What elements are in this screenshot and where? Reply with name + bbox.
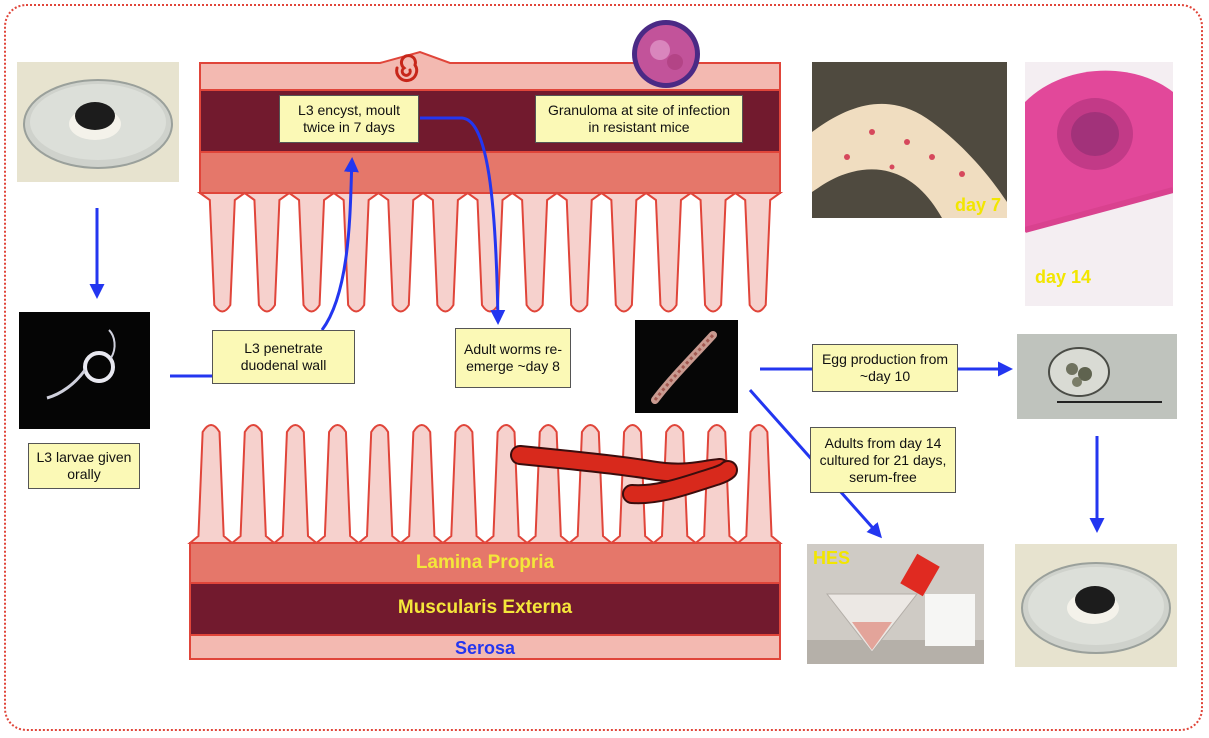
- day7-label: day 7: [955, 195, 1001, 216]
- bottom-intestinal-section: [190, 425, 780, 659]
- note-adults-cultured: Adults from day 14 cultured for 21 days,…: [810, 427, 956, 493]
- adult-worm-photo: [635, 320, 738, 413]
- muscularis-externa-label: Muscularis Externa: [190, 597, 780, 619]
- histology-day14-photo: day 14: [1025, 62, 1173, 306]
- top-villi: [200, 193, 780, 312]
- day14-label: day 14: [1035, 267, 1091, 288]
- note-adult-reemerge: Adult worms re-emerge ~day 8: [455, 328, 571, 388]
- egg-micrograph-photo: [1017, 334, 1177, 419]
- petri-dish-photo-top: [17, 62, 179, 182]
- lamina-propria-label: Lamina Propria: [190, 552, 780, 574]
- note-egg-production: Egg production from ~day 10: [812, 344, 958, 392]
- hes-flask-photo: HES: [807, 544, 984, 664]
- note-granuloma: Granuloma at site of infection in resist…: [535, 95, 743, 143]
- top-villi-shape: [200, 193, 780, 312]
- note-l3-given: L3 larvae given orally: [28, 443, 140, 489]
- petri-dish-photo-bottom: [1015, 544, 1177, 667]
- note-l3-encyst: L3 encyst, moult twice in 7 days: [279, 95, 419, 143]
- intestine-day7-photo: day 7: [812, 62, 1007, 218]
- top-intestinal-section: [200, 20, 780, 312]
- serosa-label: Serosa: [190, 638, 780, 659]
- granuloma-icon: [632, 20, 700, 88]
- hes-label: HES: [813, 548, 850, 569]
- l3-larva-photo: [19, 312, 150, 429]
- note-l3-penetrate: L3 penetrate duodenal wall: [212, 330, 355, 384]
